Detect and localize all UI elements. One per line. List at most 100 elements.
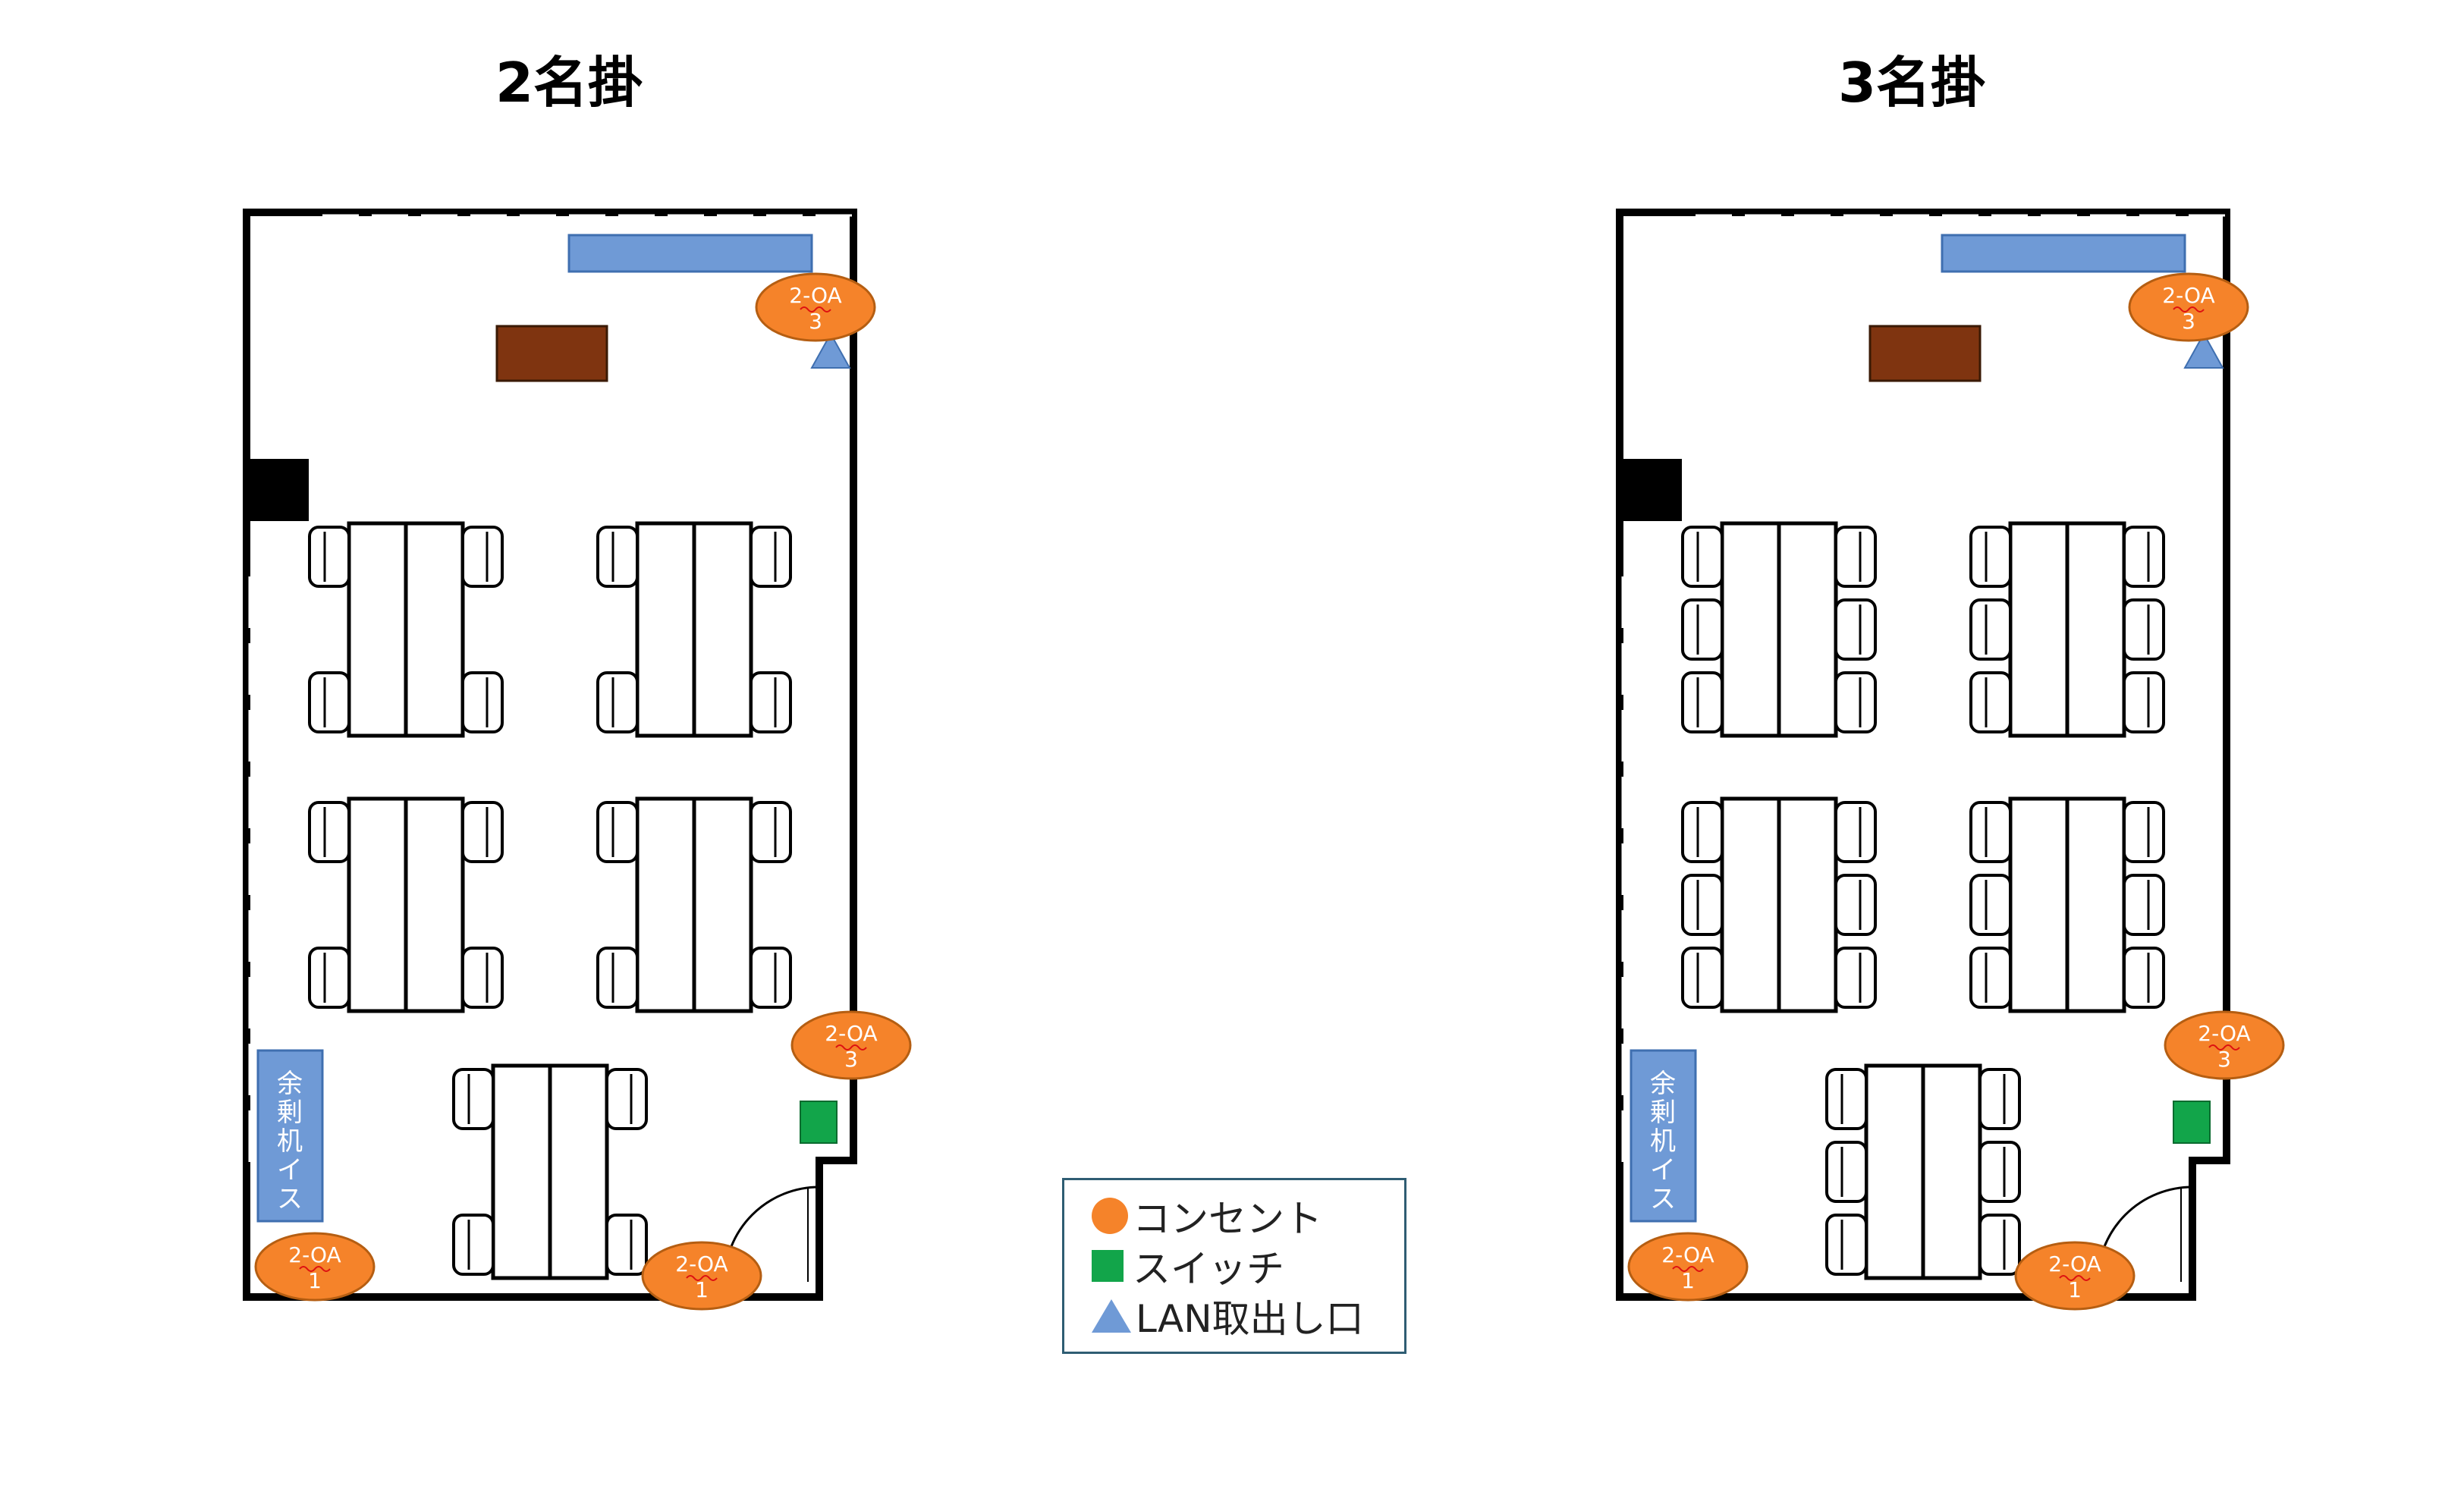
chair-right-0-3-0 [750,801,792,863]
spare-label-char-1-0: 余 [1650,1069,1676,1099]
lan-port-0 [810,331,851,369]
outlet-underline-1-a [2173,306,2205,312]
spare-label-char-0-1: 剰 [277,1098,303,1128]
chair-left-1-1-2 [1969,671,2012,733]
chair-right-1-0-1 [1834,598,1877,661]
pillar-1 [1620,459,1682,521]
whiteboard-0 [567,234,813,273]
chair-right-0-4-1 [605,1214,648,1276]
switch-1 [2173,1101,2211,1144]
chair-left-1-1-0 [1969,526,2012,588]
chair-left-1-1-1 [1969,598,2012,661]
outlet-label-1-a: 2-OA [2162,283,2214,308]
chair-right-1-1-2 [2123,671,2165,733]
chair-right-1-3-2 [2123,947,2165,1009]
outlet-label-1-c: 2-OA [1661,1242,1714,1267]
chair-right-0-4-0 [605,1068,648,1130]
outlet-0-a: 2-OA3 [755,272,876,342]
chair-left-1-0-0 [1681,526,1724,588]
chair-left-1-0-2 [1681,671,1724,733]
outlet-underline-1-c [1672,1266,1704,1272]
podium-1 [1868,325,1982,382]
legend-label-outlet: コンセント [1133,1197,1322,1241]
outlet-underline-0-c [299,1266,331,1272]
outlet-0-c: 2-OA1 [254,1232,376,1302]
chair-right-1-4-2 [1978,1214,2021,1276]
outlet-ellipse-0-a [755,272,876,342]
chair-left-1-3-0 [1969,801,2012,863]
outlet-number-0-a: 3 [809,309,822,334]
chair-left-0-3-0 [596,801,639,863]
legend: コンセント スイッチ LAN取出し口 [1062,1178,1406,1354]
chair-right-1-1-0 [2123,526,2165,588]
chair-left-0-1-1 [596,671,639,733]
spare-label-char-0-3: イ [277,1155,303,1186]
spare-area-1 [1630,1049,1697,1223]
outlet-label-0-d: 2-OA [675,1251,728,1277]
chair-left-0-1-0 [596,526,639,588]
outlet-label-0-a: 2-OA [789,283,841,308]
spare-label-char-0-4: ス [277,1184,303,1214]
title-three-seat: 3名掛 [1837,51,1986,115]
outlet-underline-1-b [2208,1044,2240,1050]
chair-right-0-2-0 [461,801,504,863]
outlet-ellipse-1-a [2128,272,2249,342]
spare-label-char-1-2: 机 [1650,1126,1676,1157]
outlet-1-c: 2-OA1 [1627,1232,1749,1302]
outlet-1-d: 2-OA1 [2014,1241,2136,1311]
spare-label-char-1-3: イ [1650,1155,1676,1186]
chair-left-0-3-1 [596,947,639,1009]
outlet-number-1-a: 3 [2182,309,2195,334]
spare-label-char-0-2: 机 [277,1126,303,1157]
chair-right-1-0-2 [1834,671,1877,733]
chair-right-0-1-0 [750,526,792,588]
outlet-ellipse-1-c [1627,1232,1749,1302]
chair-right-0-3-1 [750,947,792,1009]
outlet-underline-0-a [800,306,831,312]
spare-area-0 [256,1049,324,1223]
outlet-label-1-d: 2-OA [2048,1251,2101,1277]
podium-0 [495,325,608,382]
legend-label-switch: スイッチ [1133,1247,1284,1291]
outlet-underline-0-b [835,1044,867,1050]
circle-icon [1092,1198,1128,1234]
legend-item-lan: LAN取出し口 [1092,1291,1404,1341]
outlet-ellipse-1-d [2014,1241,2136,1311]
whiteboard-1 [1941,234,2186,273]
chair-left-1-3-2 [1969,947,2012,1009]
chair-left-0-0-1 [308,671,350,733]
room-wall-0 [243,209,857,1301]
chair-left-1-2-1 [1681,874,1724,936]
outlet-ellipse-1-b [2164,1010,2285,1080]
outlet-0-b: 2-OA3 [790,1010,912,1080]
chair-left-0-2-1 [308,947,350,1009]
outlet-number-0-c: 1 [308,1268,322,1293]
chair-right-1-3-1 [2123,874,2165,936]
chair-left-0-4-1 [452,1214,495,1276]
outlet-1-b: 2-OA3 [2164,1010,2285,1080]
chair-right-1-1-1 [2123,598,2165,661]
spare-label-char-1-4: ス [1650,1184,1676,1214]
outlet-0-d: 2-OA1 [641,1241,762,1311]
chair-left-1-4-2 [1825,1214,1868,1276]
outlet-number-1-c: 1 [1681,1268,1695,1293]
outlet-ellipse-0-d [641,1241,762,1311]
chair-left-1-0-1 [1681,598,1724,661]
spare-label-char-0-0: 余 [277,1069,303,1099]
outlet-ellipse-0-c [254,1232,376,1302]
chair-left-1-3-1 [1969,874,2012,936]
title-two-seat: 2名掛 [495,51,643,115]
chair-right-0-2-1 [461,947,504,1009]
spare-label-char-1-1: 剰 [1650,1098,1676,1128]
chair-right-0-0-1 [461,671,504,733]
outlet-label-1-b: 2-OA [2198,1021,2250,1046]
pillar-0 [247,459,309,521]
outlet-1-a: 2-OA3 [2128,272,2249,342]
triangle-icon [1092,1299,1131,1333]
chair-left-1-4-1 [1825,1141,1868,1203]
chair-right-1-2-0 [1834,801,1877,863]
outlet-number-1-b: 3 [2217,1047,2231,1072]
